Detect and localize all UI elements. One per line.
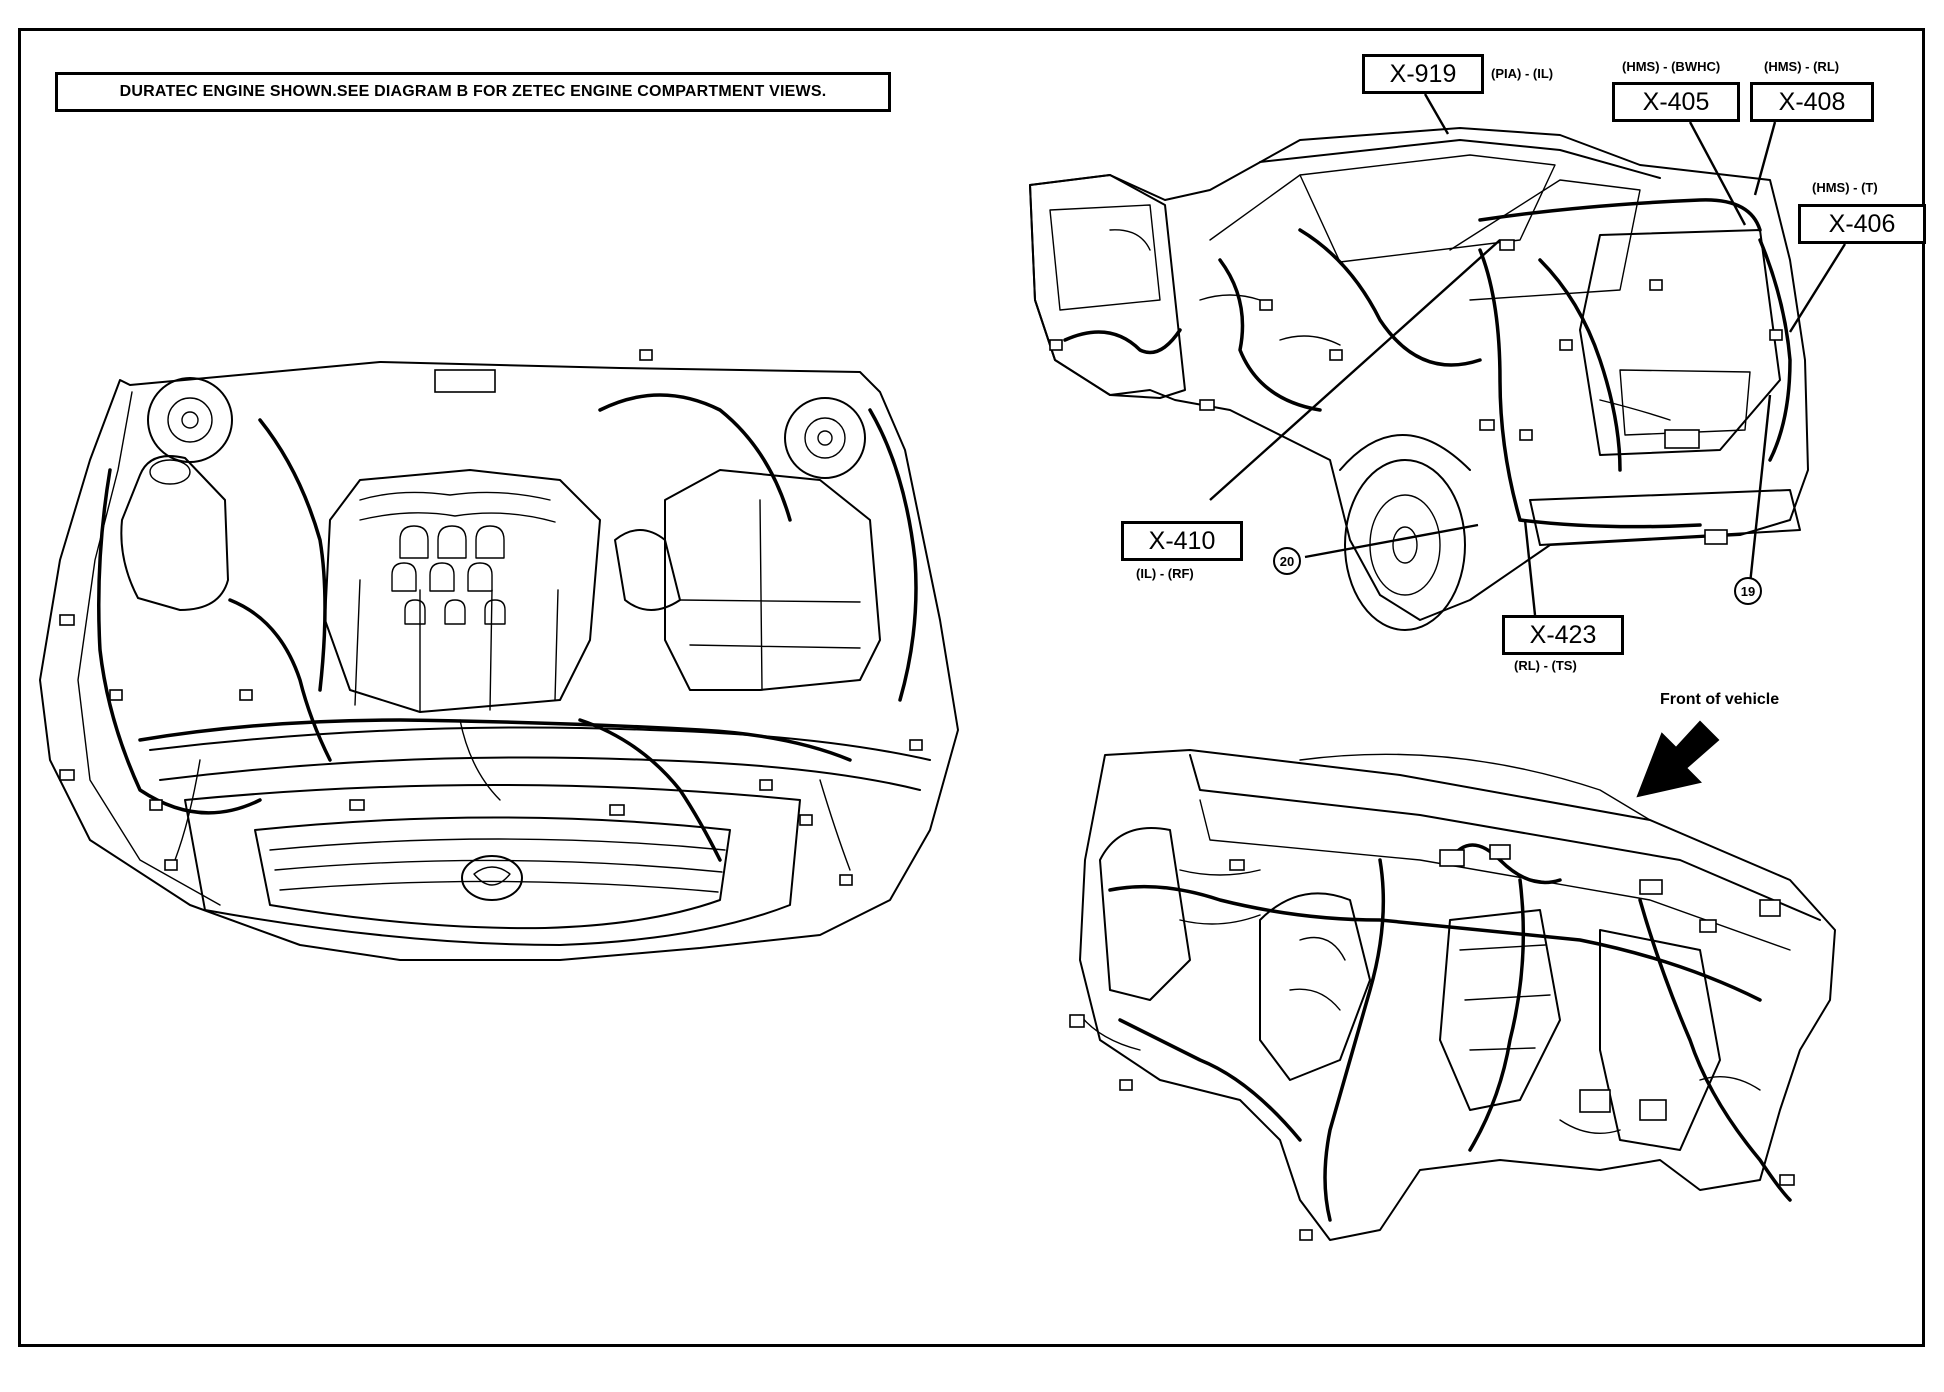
ground-point-20: 20	[1280, 554, 1294, 569]
callout-x405: X-405	[1612, 82, 1740, 122]
tag-x410: (IL) - (RF)	[1136, 566, 1194, 581]
rear-body-harness-view	[1029, 93, 1847, 631]
callout-x423: X-423	[1502, 615, 1624, 655]
callout-x408: X-408	[1750, 82, 1874, 122]
instrument-panel-harness-view	[1069, 749, 1836, 1241]
tag-x423: (RL) - (TS)	[1514, 658, 1577, 673]
callout-x410: X-410	[1121, 521, 1243, 561]
diagram-frame	[18, 28, 1925, 1347]
front-of-vehicle-label: Front of vehicle	[1660, 691, 1780, 708]
tag-x405: (HMS) - (BWHC)	[1622, 59, 1721, 74]
front-direction-arrow-icon	[1636, 720, 1720, 798]
callout-x406: X-406	[1798, 204, 1926, 244]
header-note: DURATEC ENGINE SHOWN.SEE DIAGRAM B FOR Z…	[55, 72, 891, 112]
tag-x406: (HMS) - (T)	[1812, 180, 1878, 195]
tag-x408: (HMS) - (RL)	[1764, 59, 1840, 74]
engine-compartment-view	[39, 349, 959, 961]
tag-x919: (PIA) - (IL)	[1491, 66, 1554, 81]
callout-x919: X-919	[1362, 54, 1484, 94]
ground-point-19: 19	[1741, 584, 1755, 599]
